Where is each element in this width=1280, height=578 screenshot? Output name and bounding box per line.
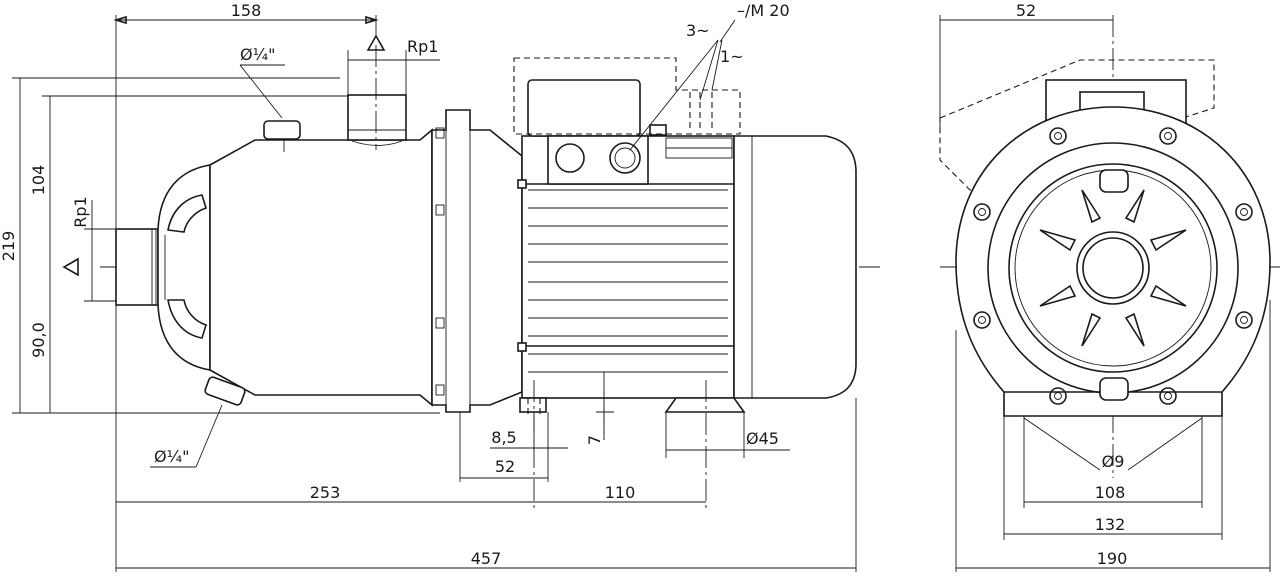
dim-190: 190 bbox=[1097, 549, 1128, 568]
label-3phase: 3~ bbox=[686, 21, 710, 40]
dim-158: 158 bbox=[231, 1, 262, 20]
terminal-box-alt-dashed bbox=[513, 57, 741, 135]
dim-253: 253 bbox=[310, 483, 341, 502]
dim-132: 132 bbox=[1095, 515, 1126, 534]
side-view: 158 Rp1 Ø¼" Ø¼" 219 104 90,0 Rp1 –/ bbox=[0, 1, 880, 572]
dim-d9: Ø9 bbox=[1102, 452, 1125, 471]
cover-rib-upper bbox=[167, 194, 207, 233]
dim-90: 90,0 bbox=[29, 322, 48, 358]
front-terminal-box-dashed bbox=[939, 59, 1215, 191]
dim-drain-plug: Ø¼" bbox=[154, 447, 189, 466]
bolt-holes bbox=[973, 127, 1253, 405]
drain-plug-bottom bbox=[204, 376, 246, 406]
fill-plug-top bbox=[263, 120, 301, 140]
dim-108: 108 bbox=[1095, 483, 1126, 502]
cable-gland-right bbox=[609, 142, 641, 174]
label-m20: –/M 20 bbox=[737, 1, 790, 20]
terminal-box bbox=[527, 79, 641, 137]
discharge-outlet bbox=[347, 94, 407, 141]
inlet-flow-triangle bbox=[62, 257, 79, 277]
dim-219: 219 bbox=[0, 231, 18, 262]
cover-rib-lower bbox=[167, 299, 207, 339]
dim-457: 457 bbox=[471, 549, 502, 568]
fan-cover bbox=[733, 135, 857, 399]
dim-rp1-top: Rp1 bbox=[407, 37, 438, 56]
impeller-vanes bbox=[1039, 189, 1187, 347]
cable-gland-left bbox=[555, 143, 585, 173]
dim-52-foot: 52 bbox=[495, 457, 515, 476]
dim-8-5: 8,5 bbox=[491, 428, 516, 447]
dim-110: 110 bbox=[605, 483, 636, 502]
bracket-foot bbox=[519, 397, 547, 413]
dim-52-front: 52 bbox=[1016, 1, 1036, 20]
front-view: 52 Ø9 108 132 190 bbox=[939, 1, 1280, 572]
suction-inlet bbox=[115, 228, 159, 306]
dim-7: 7 bbox=[585, 435, 604, 445]
pump-housing bbox=[209, 128, 433, 407]
dim-104: 104 bbox=[29, 165, 48, 196]
front-inlet-eye bbox=[1076, 231, 1150, 305]
dim-d45: Ø45 bbox=[746, 429, 779, 448]
dim-rp1-left: Rp1 bbox=[71, 196, 90, 227]
outlet-flow-triangle bbox=[366, 34, 386, 51]
motor-foot bbox=[664, 397, 746, 413]
front-top-plug bbox=[1099, 169, 1129, 193]
label-1phase: 1~ bbox=[720, 47, 744, 66]
motor-bracket bbox=[431, 109, 523, 413]
cooling-fins bbox=[528, 189, 728, 373]
front-bottom-plug bbox=[1099, 377, 1129, 401]
dim-fill-plug: Ø¼" bbox=[240, 45, 275, 64]
